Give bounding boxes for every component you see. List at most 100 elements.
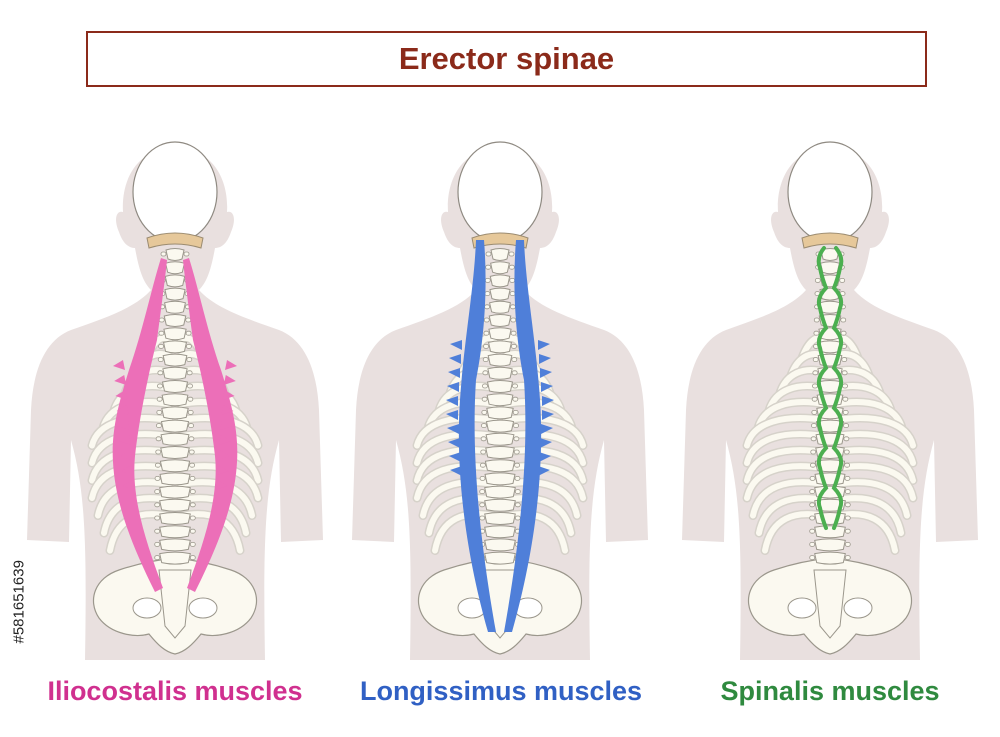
vertebra — [162, 353, 188, 367]
vertebra-process-right — [185, 330, 192, 336]
iliocostalis-slip-right — [222, 390, 235, 400]
head — [787, 141, 873, 243]
spine — [479, 248, 521, 565]
vertebra — [165, 261, 185, 275]
longissimus-slip-right — [542, 396, 554, 406]
vertebra-process-left — [809, 489, 816, 495]
vertebra-process-left — [158, 317, 165, 323]
vertebra-process-right — [514, 515, 521, 521]
vertebra-process-right — [513, 449, 520, 455]
sacrum — [158, 569, 192, 639]
iliocostalis-illustration — [27, 141, 323, 660]
pelvis-foramen-right — [843, 597, 873, 619]
longissimus-slip-right — [540, 368, 552, 378]
iliocostalis-slip-right — [221, 405, 234, 415]
longissimus-illustration — [352, 141, 648, 660]
vertebra — [814, 538, 846, 552]
vertebra-process-left — [157, 357, 164, 363]
vertebra-process-right — [511, 343, 517, 349]
vertebra-process-right — [510, 330, 517, 336]
vertebra — [164, 300, 186, 314]
vertebra-process-left — [154, 555, 161, 561]
vertebra-process-right — [844, 528, 851, 534]
vertebra-process-right — [843, 423, 849, 429]
rib-right — [503, 479, 580, 519]
longissimus-slip-right — [539, 452, 551, 462]
iliocostalis-slip-right — [217, 450, 230, 460]
rib-left — [755, 399, 827, 431]
iliocostalis-slip-right — [215, 480, 228, 490]
vertebra-process-right — [189, 462, 196, 468]
vertebra — [163, 314, 187, 327]
vertebra-process-left — [479, 502, 486, 508]
vertebra-process-left — [156, 396, 163, 402]
vertebra-process-right — [509, 277, 516, 283]
pelvis-foramen-left — [132, 597, 162, 619]
vertebra — [814, 551, 846, 565]
vertebra — [486, 406, 514, 420]
vertebra — [485, 432, 515, 446]
vertebra-process-right — [844, 475, 851, 481]
longissimus-muscle-right — [504, 240, 542, 632]
spine — [154, 248, 196, 565]
vertebra — [484, 525, 516, 539]
vertebra-process-left — [155, 449, 162, 455]
iliocostalis-muscle-group — [112, 258, 238, 592]
vertebra-process-left — [485, 264, 492, 270]
vertebra-process-left — [479, 475, 486, 481]
vertebra-process-right — [510, 317, 517, 323]
iliocostalis-slip-right — [220, 420, 233, 430]
vertebra-process-left — [479, 515, 486, 521]
vertebra-process-right — [844, 502, 851, 508]
vertebra-process-left — [154, 462, 161, 468]
vertebra-process-left — [480, 436, 487, 442]
longissimus-slip-left — [450, 466, 462, 476]
vertebra — [484, 459, 516, 473]
vertebra — [163, 327, 187, 341]
vertebra-process-left — [812, 370, 819, 376]
vertebra-process-left — [812, 383, 818, 389]
vertebra — [489, 287, 511, 301]
vertebra-process-right — [188, 436, 195, 442]
rib-left — [425, 399, 497, 431]
iliocostalis-slip-right — [225, 360, 237, 370]
vertebra-process-left — [482, 370, 489, 376]
vertebra — [815, 419, 845, 433]
vertebra — [161, 393, 189, 407]
vertebra-process-right — [189, 502, 196, 508]
vertebra-process-right — [186, 370, 193, 376]
vertebra — [162, 340, 188, 354]
rib-right — [833, 431, 916, 466]
vertebra-process-left — [154, 502, 161, 508]
vertebra — [159, 498, 191, 512]
vertebra-process-left — [810, 449, 817, 455]
vertebra-process-left — [160, 251, 167, 257]
vertebra-process-left — [811, 409, 818, 415]
skull-base — [471, 232, 529, 249]
iliocostalis-slip-left — [119, 435, 131, 445]
rib-left — [750, 479, 827, 519]
vertebra — [488, 327, 512, 341]
vertebra-process-right — [844, 489, 851, 495]
vertebra-process-left — [810, 436, 817, 442]
vertebra — [159, 512, 191, 525]
vertebra-process-left — [483, 330, 490, 336]
vertebra-process-right — [189, 528, 196, 534]
spinalis-muscle-group — [816, 246, 844, 530]
vertebra-process-right — [839, 277, 846, 283]
longissimus-figure — [350, 140, 650, 660]
iliocostalis-slip-right — [219, 435, 231, 445]
vertebra-process-right — [186, 357, 193, 363]
vertebra-process-right — [185, 317, 192, 323]
vertebra — [489, 300, 511, 314]
vertebra — [487, 366, 513, 380]
vertebra-process-right — [841, 370, 848, 376]
rib-right — [833, 399, 905, 431]
vertebra-process-left — [481, 409, 488, 415]
vertebra-process-right — [844, 555, 851, 561]
vertebra-process-right — [842, 383, 848, 389]
iliocostalis-label: Iliocostalis muscles — [47, 676, 303, 706]
vertebra-process-right — [514, 489, 521, 495]
vertebra-process-left — [811, 423, 817, 429]
vertebra — [161, 380, 189, 393]
